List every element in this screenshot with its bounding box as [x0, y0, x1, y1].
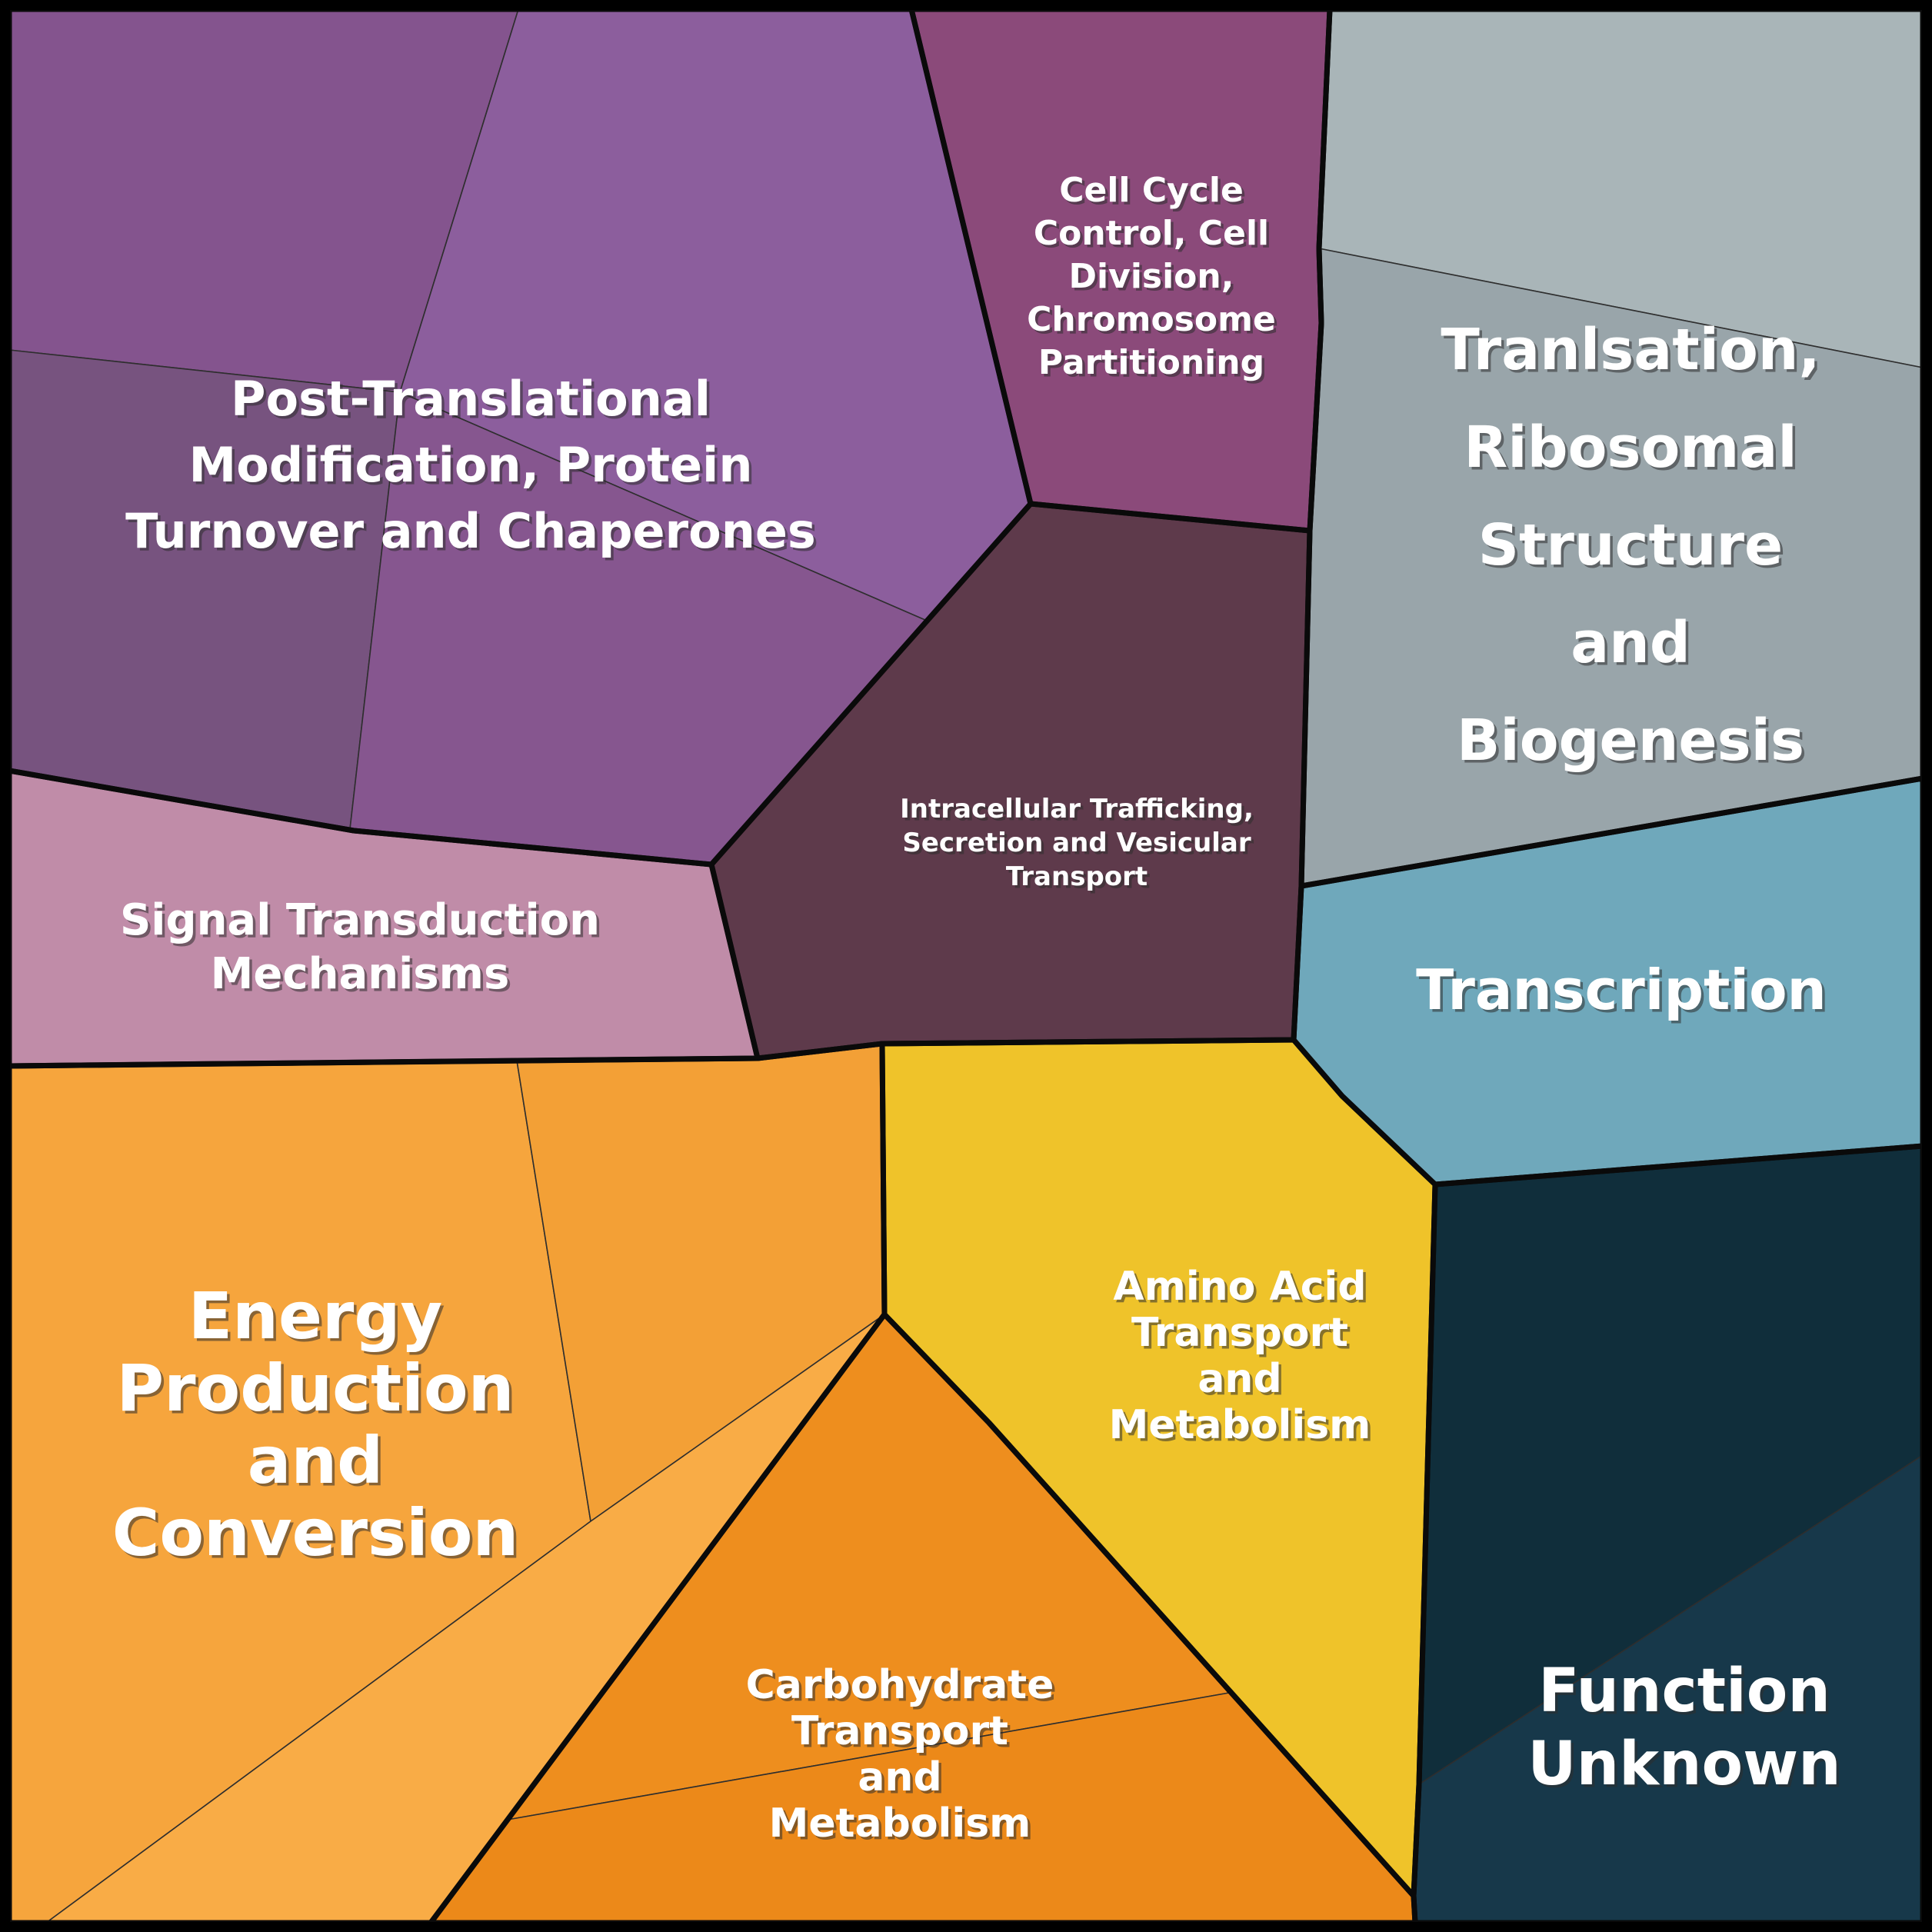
region-energy-production	[8, 1043, 885, 1924]
svg-text:Transcription: Transcription	[1419, 961, 1830, 1025]
region-fills	[8, 8, 1924, 1924]
region-translation-ribosomal	[1301, 8, 1924, 887]
svg-text:Intracellular Trafficking,Secr: Intracellular Trafficking,Secretion and …	[903, 797, 1257, 895]
svg-text:Transcription: Transcription	[1416, 958, 1827, 1022]
intracellular-trafficking-label: Intracellular Trafficking,Secretion and …	[900, 794, 1256, 895]
region-post-translational-modification	[8, 8, 1031, 865]
region-function-unknown	[1413, 1145, 1924, 1924]
svg-text:Intracellular Trafficking,Secr: Intracellular Trafficking,Secretion and …	[900, 794, 1254, 892]
region-borders	[6, 6, 1926, 1926]
